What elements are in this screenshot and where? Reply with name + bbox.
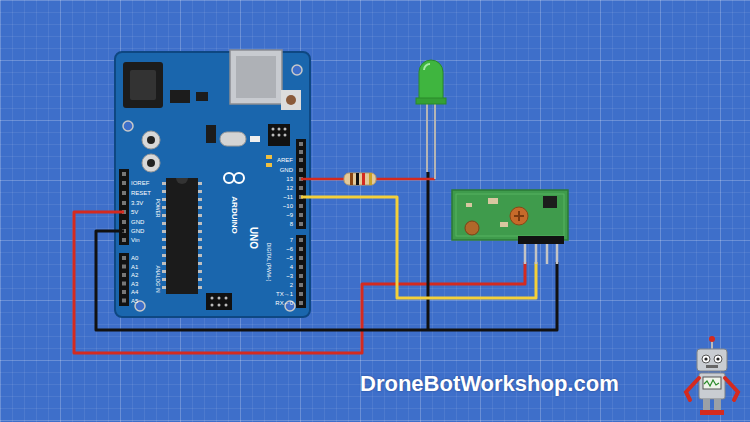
pin-label: 8 — [290, 221, 293, 227]
brand-label: ARDUINO — [230, 196, 238, 233]
pin-label: 5V — [131, 209, 138, 215]
ground-wire — [427, 172, 430, 330]
arduino-board — [115, 50, 310, 317]
pin-label: TX→1 — [276, 291, 293, 297]
pin-label: 12 — [286, 185, 293, 191]
pin-label: GND — [280, 167, 293, 173]
board-label: POWER — [155, 199, 160, 218]
watermark: DroneBotWorkshop.com — [360, 373, 619, 395]
ground-wire — [96, 231, 557, 330]
rf-receiver-module — [452, 190, 568, 264]
pin-label: A0 — [131, 255, 138, 261]
pin-label: A5 — [131, 298, 138, 304]
led-symbol — [416, 60, 446, 179]
pin-label: 3.3V — [131, 200, 143, 206]
pin-label: IOREF — [131, 180, 149, 186]
model-label: UNO — [248, 227, 258, 249]
pin-label: 13 — [286, 176, 293, 182]
pin-label: RX←0 — [275, 300, 293, 306]
pin-label: A3 — [131, 281, 138, 287]
pin-label: ~3 — [286, 273, 293, 279]
board-label: ANALOG IN — [155, 265, 160, 292]
pin-label: ~11 — [283, 194, 293, 200]
pin-label: A4 — [131, 289, 138, 295]
pin-label: AREF — [277, 157, 293, 163]
pin-label: GND — [131, 228, 144, 234]
pin-label: ~5 — [286, 255, 293, 261]
resistor-symbol — [344, 173, 376, 185]
pin-label: RESET — [131, 190, 151, 196]
pin-label: A2 — [131, 272, 138, 278]
board-label: DIGITAL (PWM~) — [266, 243, 271, 282]
pin-label: 2 — [290, 282, 293, 288]
pin-label: A1 — [131, 264, 138, 270]
pin-label: ~6 — [286, 246, 293, 252]
pin-label: GND — [131, 219, 144, 225]
pin-label: 4 — [290, 264, 293, 270]
robot-logo — [686, 336, 738, 415]
pin-label: Vin — [131, 237, 140, 243]
pin-label: 7 — [290, 237, 293, 243]
pin-label: ~10 — [283, 203, 293, 209]
pin-label: ~9 — [286, 212, 293, 218]
